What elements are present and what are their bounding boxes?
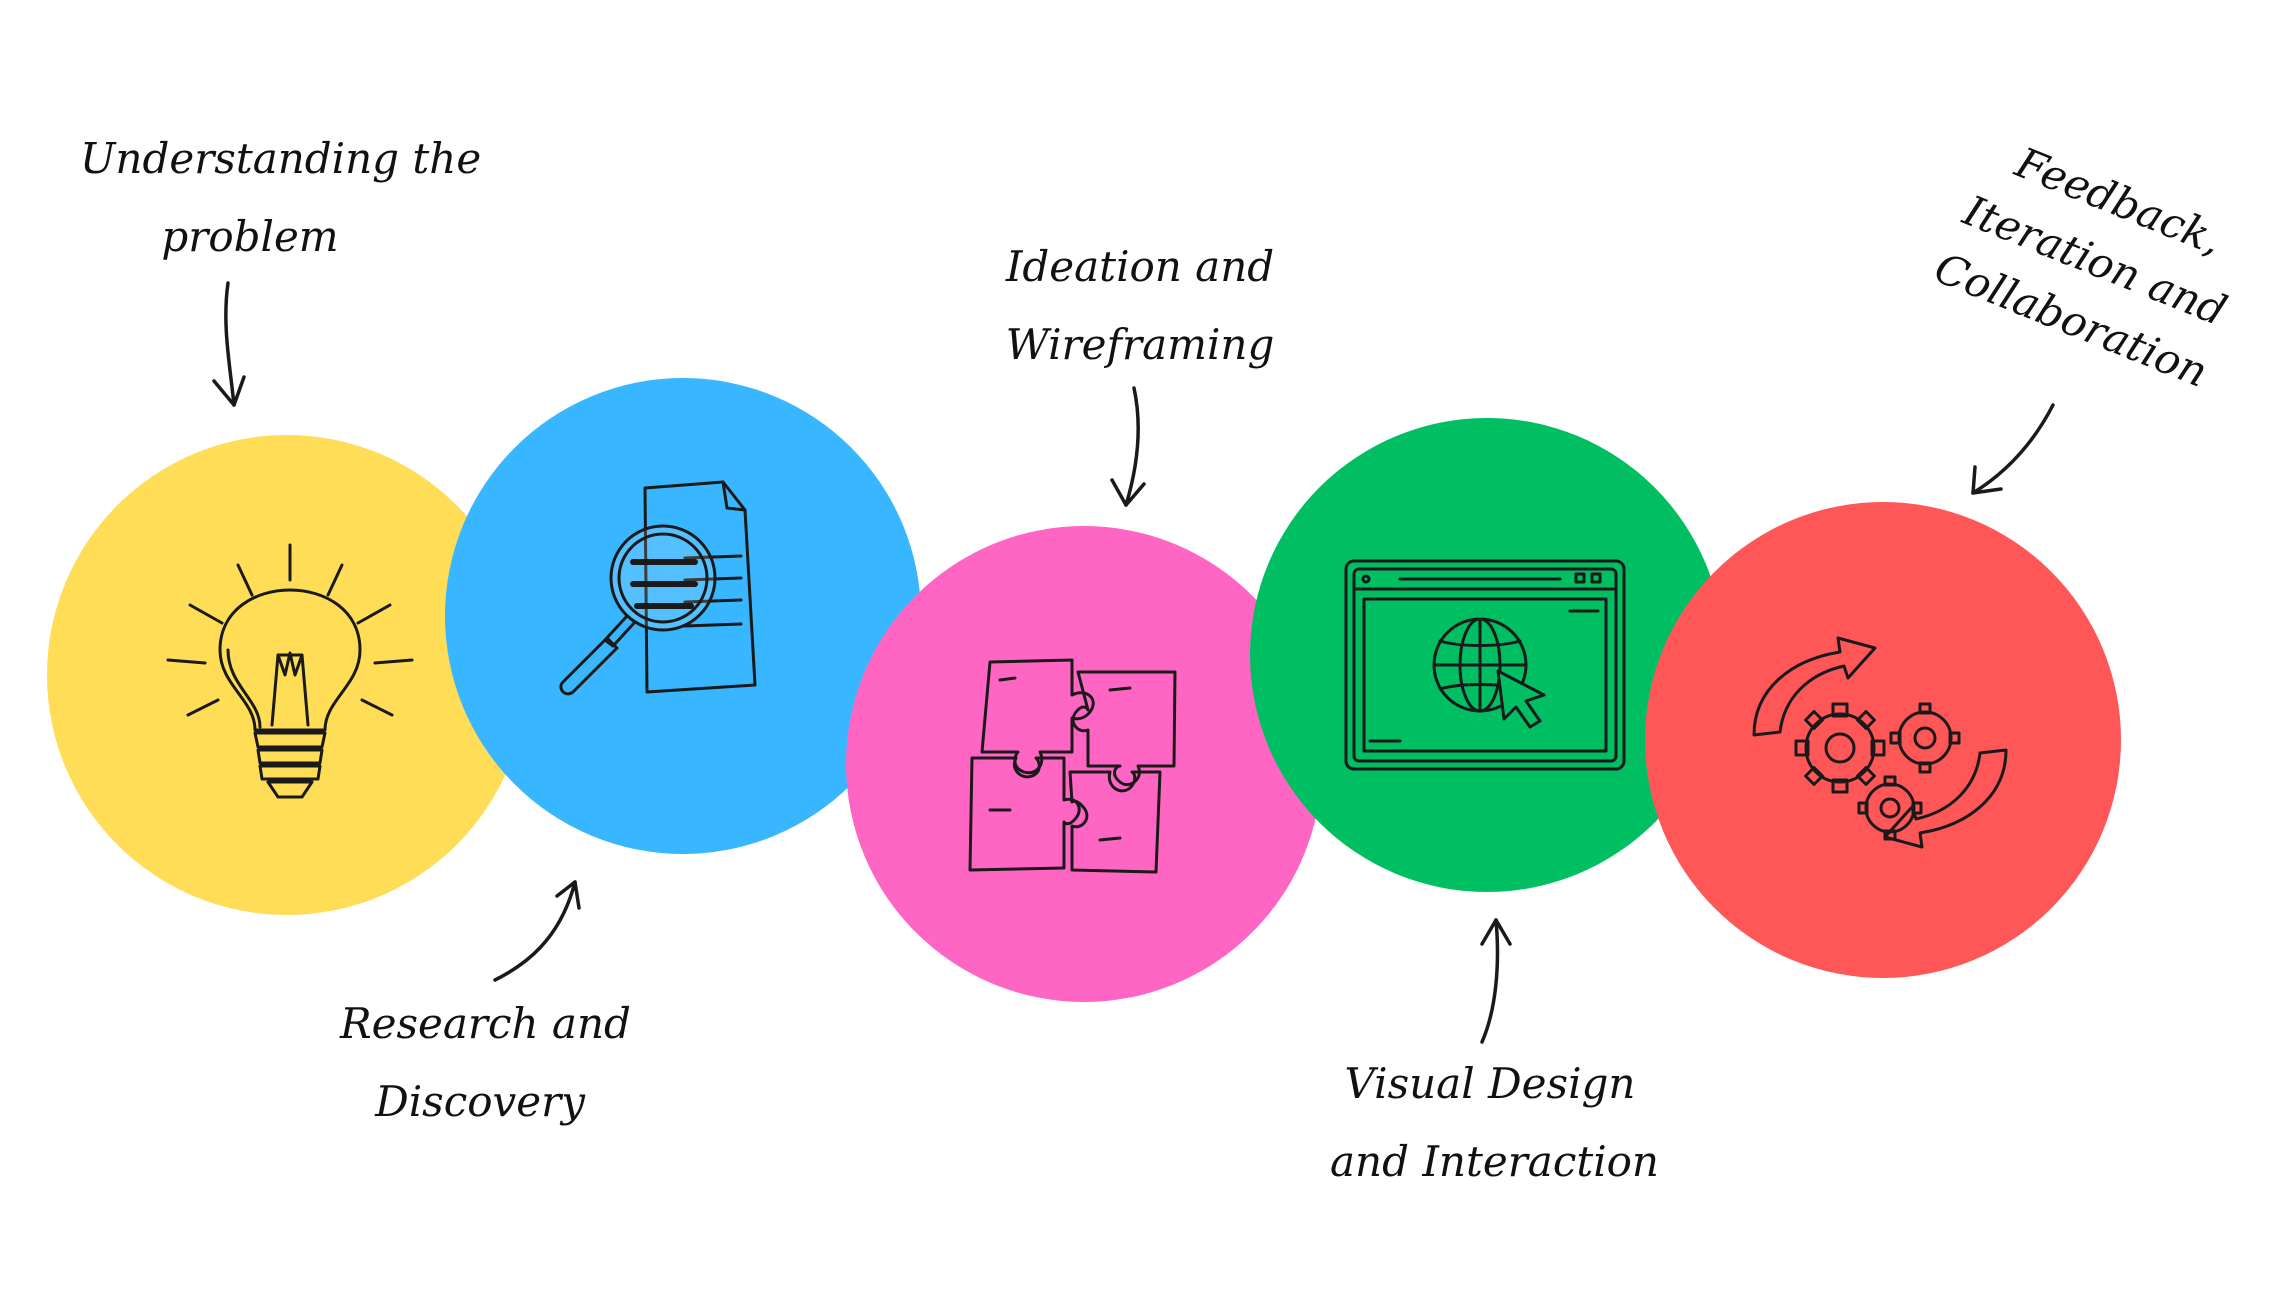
puzzle-icon (960, 650, 1200, 890)
step-2-label: Research and Discovery (340, 985, 620, 1141)
step-3-label-line2: Wireframing (990, 306, 1290, 384)
arrow-to-step-3 (1100, 380, 1170, 515)
step-4-label: Visual Design and Interaction (1330, 1045, 1650, 1201)
lightbulb-icon (160, 535, 420, 815)
step-3-label-line1: Ideation and (990, 228, 1290, 306)
arrow-to-step-2 (485, 870, 595, 990)
step-3-label: Ideation and Wireframing (990, 228, 1290, 384)
step-5-label: Feedback, Iteration and Collaboration (1906, 110, 2281, 412)
browser-globe-cursor-icon (1340, 555, 1630, 775)
step-1-label-line1: Understanding the (80, 120, 420, 198)
magnifier-document-icon (545, 470, 785, 710)
arrow-to-step-4 (1460, 910, 1530, 1050)
gears-cycle-icon (1740, 620, 2020, 860)
step-2-label-line1: Research and (340, 985, 620, 1063)
step-2-label-line2: Discovery (340, 1063, 620, 1141)
step-4-label-line2: and Interaction (1330, 1123, 1650, 1201)
step-1-label-line2: problem (80, 198, 420, 276)
step-4-label-line1: Visual Design (1330, 1045, 1650, 1123)
step-1-label: Understanding the problem (80, 120, 420, 276)
arrow-to-step-5 (1955, 395, 2065, 505)
arrow-to-step-1 (200, 275, 270, 415)
